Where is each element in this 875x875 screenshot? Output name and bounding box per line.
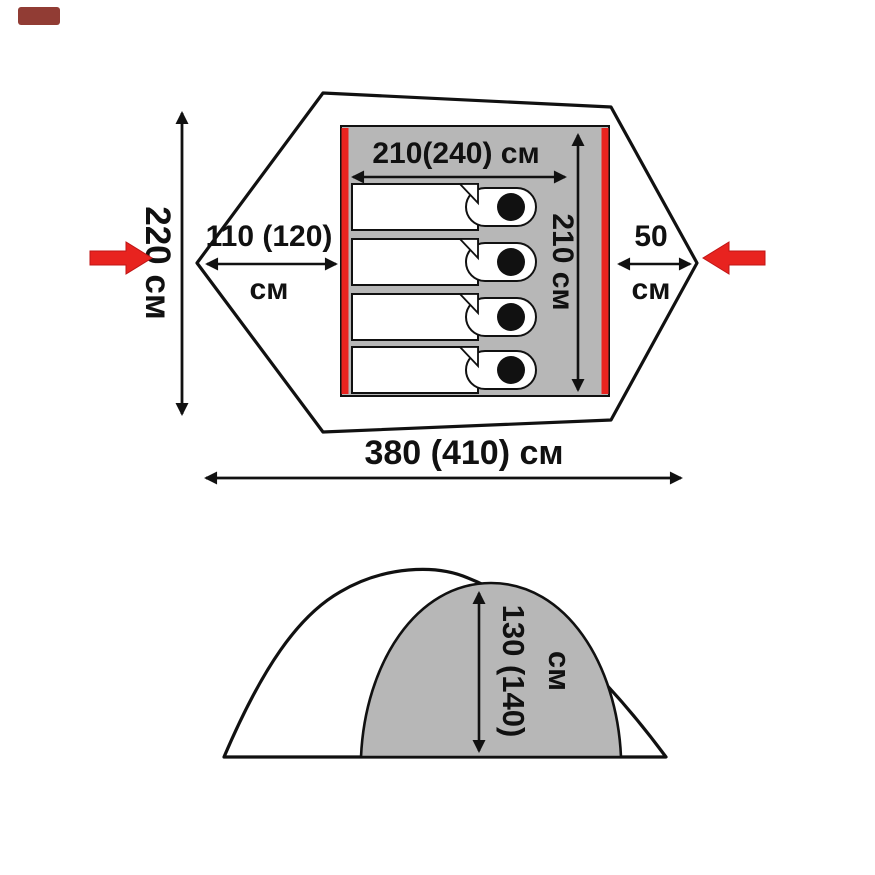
left-vestibule-unit-label: см [250,273,289,306]
sleeping-mat [351,183,479,231]
mat-fold-corner [457,183,479,206]
mat-fold-corner [457,293,479,316]
inner-width-label: 210(240) см [372,137,539,170]
sleeping-mat [351,346,479,394]
head-circle [497,193,525,221]
mat-fold-corner [457,346,479,369]
entrance-arrow-right [702,241,766,275]
top-view: 210(240) см 210 см 110 (120) см 50 см 22… [89,91,766,485]
sleeping-mat [351,238,479,286]
head-circle [497,356,525,384]
head-circle [497,303,525,331]
inner-height-unit-label: см [542,651,577,691]
entrance-arrow-left [89,241,153,275]
sleeping-bag [351,293,537,341]
sleeping-mat [351,293,479,341]
side-view: 130 (140) см [222,567,668,759]
inner-dome [359,581,623,759]
overall-length-label: 380 (410) см [364,434,563,472]
sleeping-bag [351,238,537,286]
right-vestibule-width-label: 50 [634,220,667,253]
mat-fold-corner [457,238,479,261]
left-vestibule-width-label: 110 (120) [206,220,333,253]
right-vestibule-unit-label: см [632,273,671,306]
corner-watermark [18,7,60,25]
sleeping-bag [351,183,537,231]
inner-height-label: 130 (140) [496,605,531,738]
inner-depth-label: 210 см [546,213,579,310]
sleeping-bag [351,346,537,394]
head-circle [497,248,525,276]
